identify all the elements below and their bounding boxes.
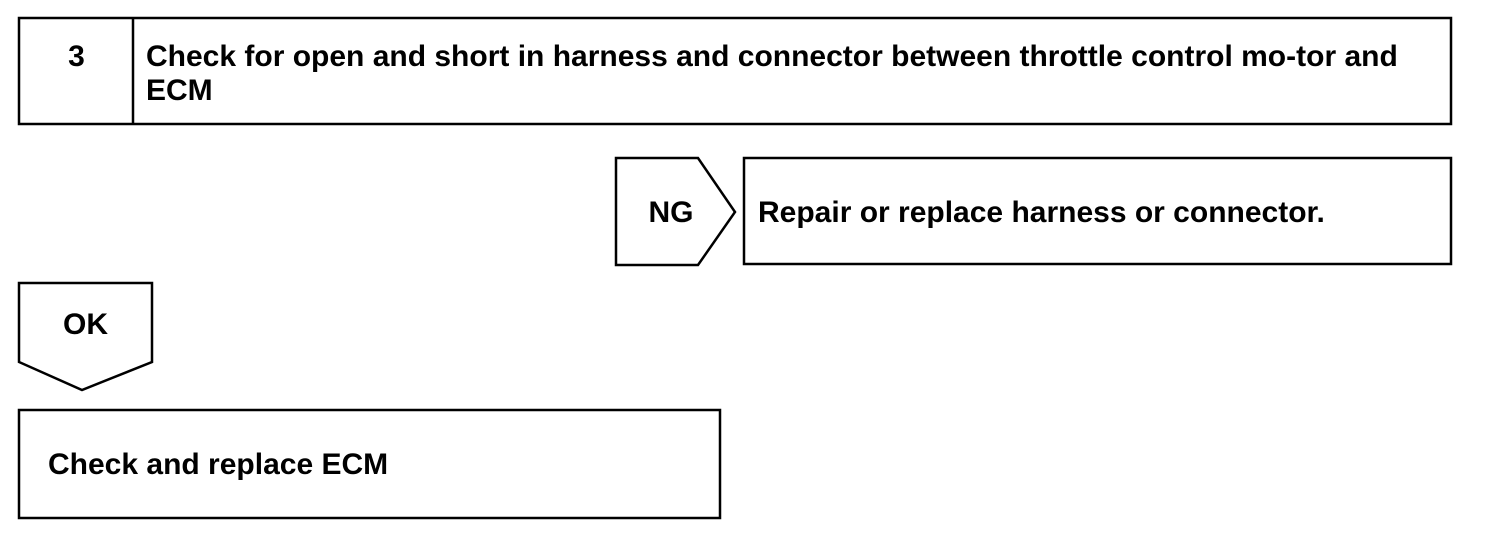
step-box	[17, 16, 1453, 126]
ng-arrow-tag	[614, 156, 737, 267]
step-title: Check for open and short in harness and …	[146, 40, 1398, 107]
final-action-box	[17, 408, 722, 520]
step-number: 3	[68, 40, 85, 73]
final-action-text: Check and replace ECM	[48, 448, 389, 481]
ng-action-text: Repair or replace harness or connector.	[758, 196, 1325, 229]
ng-action-box	[742, 156, 1453, 266]
ok-label: OK	[63, 308, 108, 341]
ok-arrow-tag	[17, 281, 154, 392]
ng-label: NG	[648, 196, 694, 229]
